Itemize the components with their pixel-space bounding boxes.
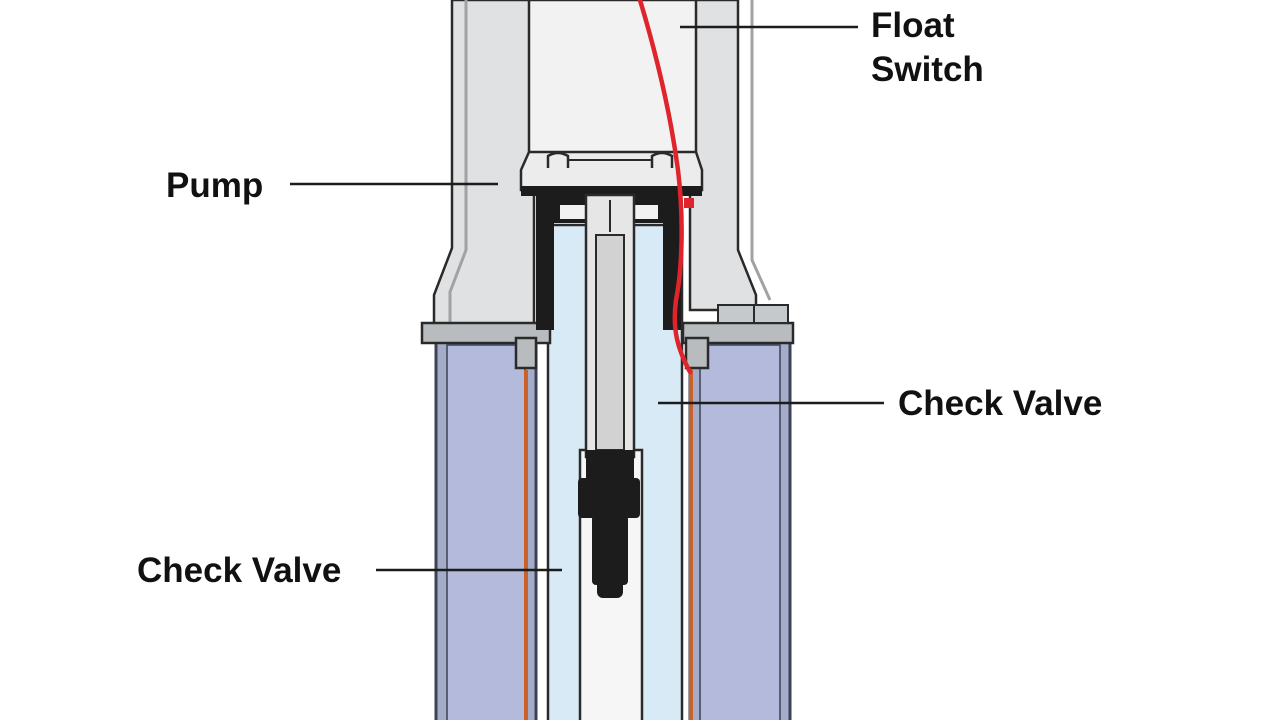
- pit-wall-left: [434, 333, 538, 720]
- label-pump: Pump: [166, 166, 264, 205]
- pit-wall-right: [688, 333, 792, 720]
- float-switch-wire-clip: [684, 198, 694, 208]
- label-check-valve-lower: Check Valve: [137, 551, 342, 590]
- label-float-switch-line2: Switch: [871, 50, 984, 89]
- label-float-switch: Float Switch: [871, 4, 984, 92]
- float-switch-wire: [637, 0, 693, 375]
- flange-left: [420, 321, 552, 370]
- pump-housing: [432, 0, 772, 327]
- check-valve-upper-body: [584, 193, 636, 459]
- check-valve-lower-body: [578, 450, 640, 598]
- pump-motor: [519, 0, 704, 196]
- flange-right: [681, 304, 795, 370]
- label-float-switch-line1: Float: [871, 6, 955, 45]
- label-check-valve-upper: Check Valve: [898, 384, 1103, 423]
